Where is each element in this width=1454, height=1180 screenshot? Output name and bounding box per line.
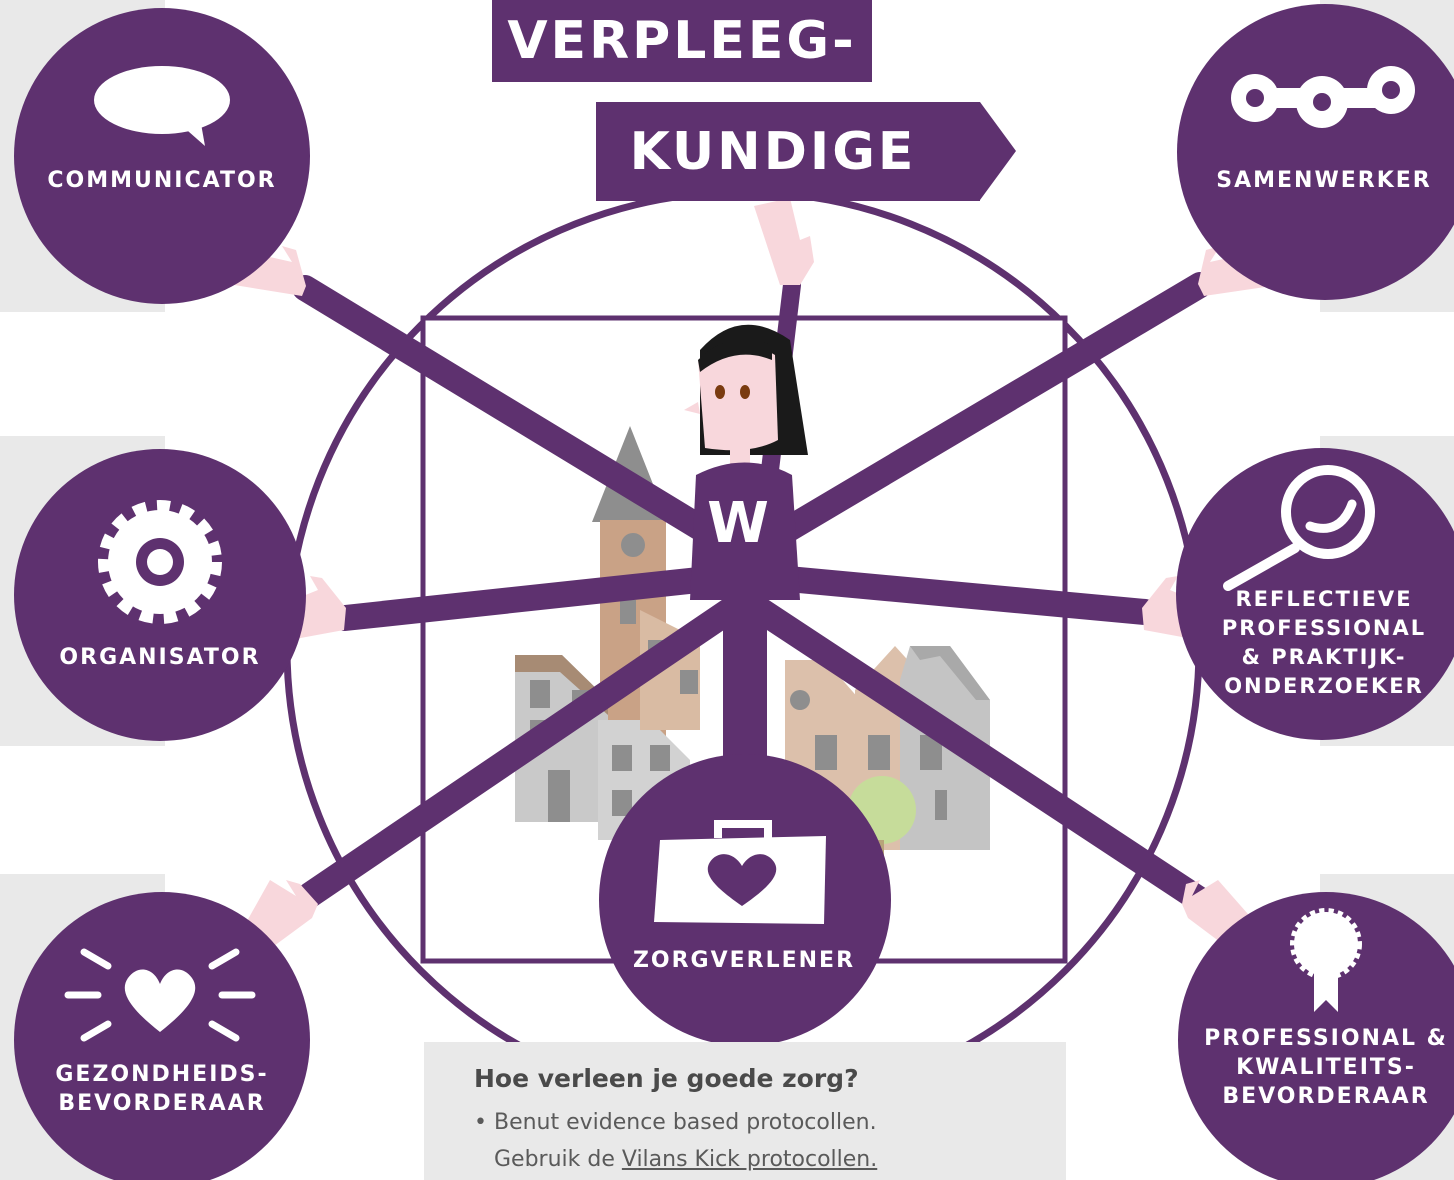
role-organisator-label: ORGANISATOR — [12, 643, 308, 672]
award-rosette-icon — [1290, 908, 1362, 1012]
gear-icon — [98, 500, 222, 624]
role-reflectieve-line-3: & PRAKTIJK- — [1241, 645, 1407, 669]
shirt-letter: W — [707, 491, 769, 556]
role-communicator-label: COMMUNICATOR — [14, 166, 310, 195]
chain-links-icon — [1231, 66, 1415, 128]
info-bullet: • Benut evidence based protocollen. — [474, 1110, 877, 1135]
role-reflectieve-label: REFLECTIEVE PROFESSIONAL & PRAKTIJK- OND… — [1176, 585, 1454, 701]
role-kwaliteit-line-3: BEVORDERAAR — [1222, 1084, 1430, 1109]
role-communicator-line-1: COMMUNICATOR — [47, 168, 277, 193]
info-body: • Benut evidence based protocollen. Gebr… — [474, 1104, 877, 1178]
role-gezondheids-line-2: BEVORDERAAR — [58, 1091, 266, 1116]
role-organisator-line-1: ORGANISATOR — [59, 645, 261, 670]
info-line-2: Gebruik de Vilans Kick protocollen. — [474, 1141, 877, 1178]
role-kwaliteit-label: PROFESSIONAL & KWALITEITS- BEVORDERAAR — [1178, 1024, 1454, 1111]
info-question: Hoe verleen je goede zorg? — [474, 1064, 859, 1093]
figure-arms — [292, 272, 1213, 913]
info-line-2-prefix: Gebruik de — [494, 1147, 622, 1172]
magnifier-icon — [1223, 465, 1375, 591]
title-line-2: KUNDIGE — [596, 102, 1016, 201]
role-kwaliteit-line-2: KWALITEITS- — [1236, 1055, 1416, 1080]
role-zorgverlener-line-1: ZORGVERLENER — [632, 948, 856, 973]
role-samenwerker-label: SAMENWERKER — [1176, 166, 1454, 195]
vilans-kick-protocollen-link[interactable]: Vilans Kick protocollen. — [621, 1147, 878, 1172]
speech-bubble-icon — [94, 66, 230, 146]
role-zorgverlener-label: ZORGVERLENER — [596, 946, 892, 975]
role-kwaliteit-line-1: PROFESSIONAL & — [1204, 1026, 1448, 1051]
glowing-heart-icon — [64, 948, 256, 1042]
role-reflectieve-line-1: REFLECTIEVE — [1235, 587, 1413, 611]
role-samenwerker-line-1: SAMENWERKER — [1216, 168, 1432, 193]
role-gezondheids-label: GEZONDHEIDS- BEVORDERAAR — [14, 1060, 310, 1118]
medical-bag-heart-icon — [654, 820, 826, 924]
role-gezondheids-line-1: GEZONDHEIDS- — [55, 1062, 269, 1087]
role-reflectieve-line-2: PROFESSIONAL — [1221, 616, 1427, 640]
info-panel: Hoe verleen je goede zorg? • Benut evide… — [424, 1042, 1066, 1180]
title-line-1: VERPLEEG- — [492, 0, 872, 82]
role-reflectieve-line-4: ONDERZOEKER — [1224, 674, 1424, 698]
nurse-figure — [684, 324, 808, 600]
